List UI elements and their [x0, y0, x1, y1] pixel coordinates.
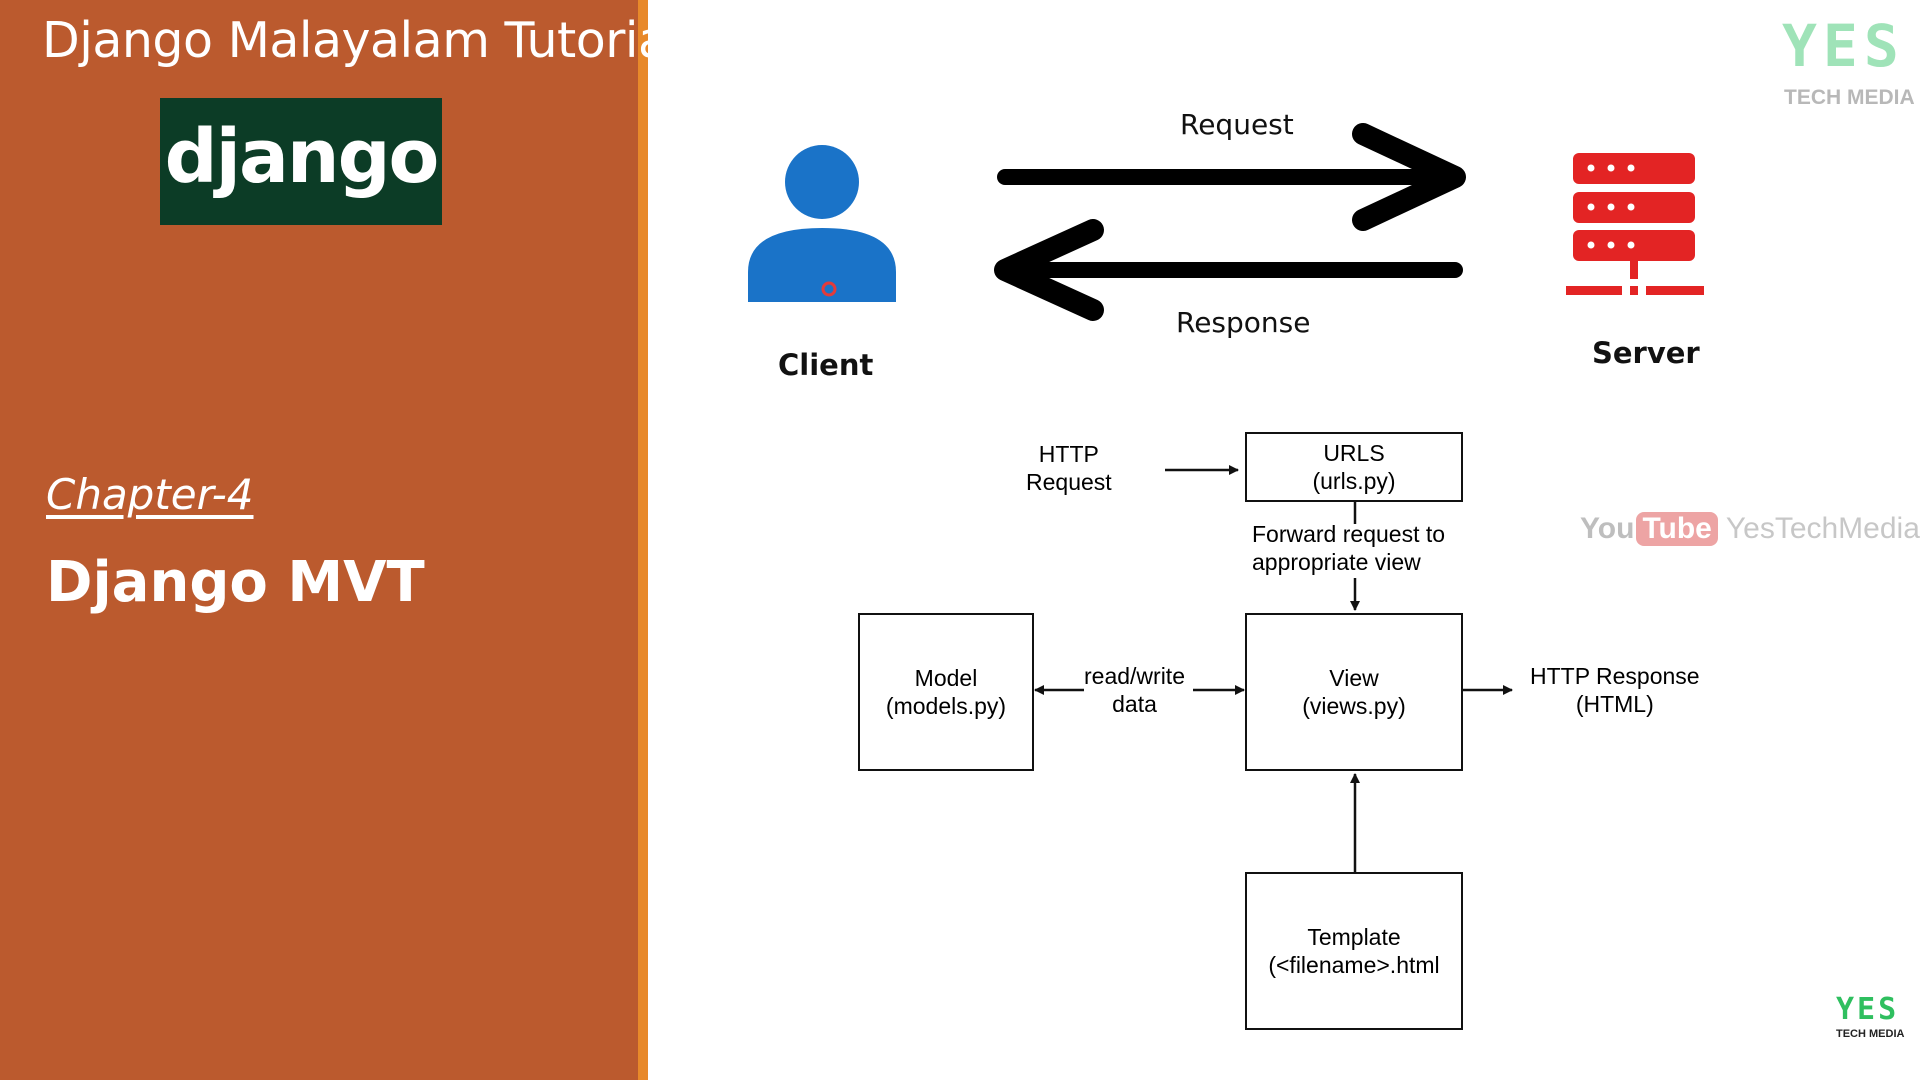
client-label: Client [778, 348, 874, 382]
template-box: Template (<filename>.html [1245, 872, 1463, 1030]
django-logo-text: django [164, 113, 440, 200]
mvt-connectors [1034, 465, 1513, 872]
chapter-title: Django MVT [46, 550, 425, 615]
request-arrow [997, 123, 1466, 231]
youtube-watermark: You Tube YesTechMedia [1580, 512, 1920, 546]
server-label: Server [1592, 336, 1700, 370]
chapter-label: Chapter-4 [46, 470, 254, 519]
series-title: Django Malayalam Tutorial [42, 12, 681, 69]
view-box: View (views.py) [1245, 613, 1463, 771]
django-logo: django [160, 98, 442, 225]
yes-logo-bottom: YES [1836, 992, 1900, 1027]
request-label: Request [1180, 108, 1294, 141]
youtube-channel-name: YesTechMedia [1725, 512, 1920, 545]
youtube-tube-text: Tube [1636, 512, 1718, 546]
yes-logo-top: YES [1782, 12, 1905, 80]
tech-media-text-bottom: TECH MEDIA [1836, 1028, 1905, 1040]
read-write-label: read/write data [1084, 663, 1185, 717]
urls-box: URLS (urls.py) [1245, 432, 1463, 502]
user-icon [748, 145, 896, 302]
forward-request-label: Forward request to appropriate view [1252, 521, 1446, 575]
response-label: Response [1176, 306, 1311, 339]
server-stack-icon [1566, 153, 1704, 295]
response-arrow [994, 219, 1463, 321]
http-request-label: HTTP Request [1026, 441, 1112, 495]
model-box: Model (models.py) [858, 613, 1034, 771]
http-response-label: HTTP Response (HTML) [1530, 663, 1700, 717]
youtube-you-text: You [1580, 512, 1635, 545]
sidebar-accent-stripe [638, 0, 648, 1080]
tech-media-text-top: TECH MEDIA [1784, 86, 1915, 109]
